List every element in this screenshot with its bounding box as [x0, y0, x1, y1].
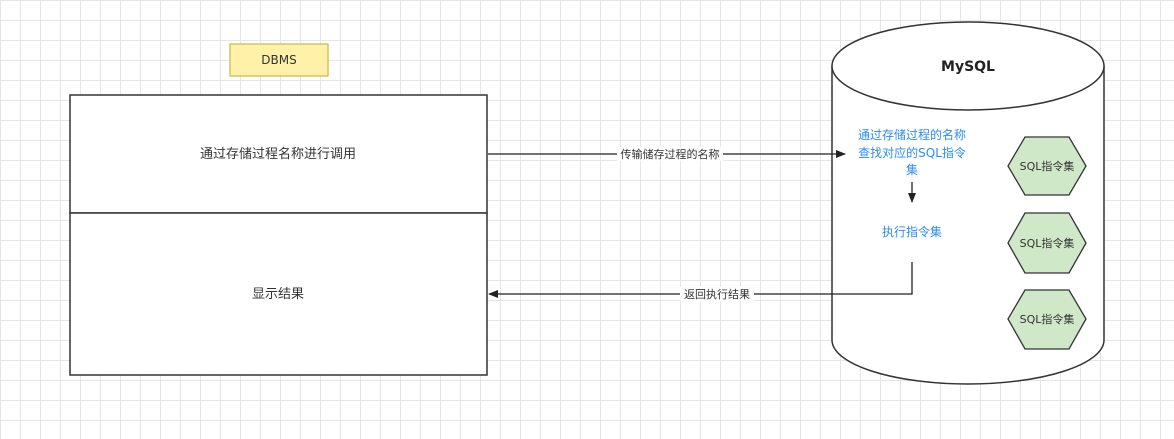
lookup-line-3: 集 [906, 162, 918, 177]
send-label-bg [617, 147, 723, 161]
instruction-set-1-label: SQL指令集 [1020, 159, 1075, 173]
lookup-text: 通过存储过程的名称 查找对应的SQL指令 集 [858, 127, 966, 177]
execute-text: 执行指令集 [882, 224, 942, 239]
call-box-text: 通过存储过程名称进行调用 [200, 146, 356, 162]
dbms-label: DBMS [229, 43, 329, 77]
return-edge: 返回执行结果 [488, 262, 913, 301]
return-label: 返回执行结果 [684, 287, 750, 301]
instruction-set-3: SQL指令集 [1007, 289, 1087, 350]
dbms-label-text: DBMS [261, 53, 296, 67]
hexagon-3 [1007, 289, 1087, 350]
instruction-set-3-label: SQL指令集 [1020, 312, 1075, 326]
lookup-line-2: 查找对应的SQL指令 [858, 145, 966, 160]
call-box: 通过存储过程名称进行调用 [69, 94, 488, 214]
result-box-text: 显示结果 [252, 287, 304, 302]
send-edge: 传输储存过程的名称 [488, 147, 846, 161]
return-arrow [488, 262, 913, 298]
hexagon-2 [1007, 212, 1087, 274]
instruction-set-2-label: SQL指令集 [1020, 236, 1075, 250]
result-box-rect [69, 212, 488, 376]
send-label: 传输储存过程的名称 [621, 147, 720, 161]
call-box-rect [69, 94, 488, 214]
result-box: 显示结果 [69, 212, 488, 376]
dbms-label-box [229, 43, 329, 77]
hexagon-1 [1007, 136, 1087, 196]
instruction-set-1: SQL指令集 [1007, 136, 1087, 196]
return-label-bg [680, 287, 754, 301]
mysql-title: MySQL [941, 59, 995, 75]
instruction-set-2: SQL指令集 [1007, 212, 1087, 274]
lookup-line-1: 通过存储过程的名称 [858, 127, 966, 142]
cylinder-top [831, 21, 1105, 111]
